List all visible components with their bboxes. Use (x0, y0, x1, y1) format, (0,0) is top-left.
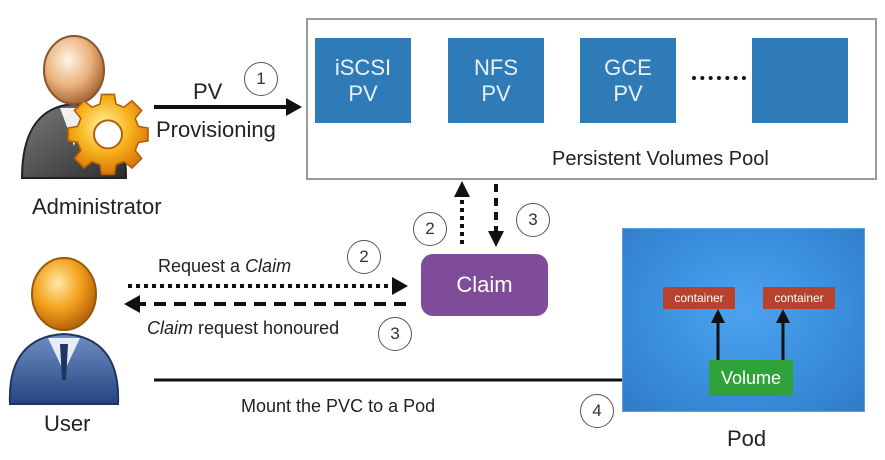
persistent-volumes-pool (306, 18, 877, 180)
administrator-icon (20, 35, 149, 179)
provisioning-arrowhead (286, 98, 302, 116)
user-label: User (44, 411, 91, 436)
request-step-2-badge: 2 (347, 240, 381, 274)
pv-label: PV (193, 79, 223, 104)
volume-box: Volume (709, 360, 793, 396)
pod-label: Pod (727, 426, 767, 451)
user-icon (8, 257, 120, 405)
pv-nfs-type: NFS (474, 54, 518, 80)
honoured-arrowhead (124, 295, 140, 313)
pv-iscsi-pv: PV (348, 80, 378, 106)
pv-iscsi: iSCSI PV (315, 38, 411, 123)
request-claim-label: Request a Claim (158, 256, 291, 277)
pv-iscsi-type: iSCSI (334, 54, 392, 80)
request-claim-prefix: Request a (158, 256, 246, 276)
mount-step-4-badge: 4 (580, 394, 614, 428)
claim-box: Claim (421, 254, 548, 316)
mount-label: Mount the PVC to a Pod (241, 396, 436, 416)
volume-to-container-2-arrowhead (776, 309, 790, 323)
pv-ellipsis (692, 76, 746, 80)
request-claim-word: Claim (245, 256, 292, 276)
container-1: container (663, 287, 735, 309)
provisioning-label: Provisioning (156, 117, 276, 142)
request-claim-arrowhead (392, 277, 408, 295)
claim-to-pool-arrowhead (454, 181, 470, 197)
administrator-label: Administrator (32, 194, 162, 219)
pool-title: Persistent Volumes Pool (552, 148, 769, 170)
pv-empty (752, 38, 848, 123)
claim-step-3-badge: 3 (516, 203, 550, 237)
claim-step-2-badge: 2 (413, 212, 447, 246)
pv-gce: GCE PV (580, 38, 676, 123)
container-2: container (763, 287, 835, 309)
step-1-badge: 1 (244, 62, 278, 96)
pv-gce-type: GCE (604, 54, 652, 80)
pool-to-claim-arrowhead (488, 231, 504, 247)
honoured-label: Claim request honoured (147, 318, 339, 339)
pv-nfs-pv: PV (481, 80, 511, 106)
honoured-suffix: request honoured (193, 318, 340, 338)
honoured-step-3-badge: 3 (378, 317, 412, 351)
pv-nfs: NFS PV (448, 38, 544, 123)
honoured-claim-word: Claim (147, 318, 194, 338)
pv-gce-pv: PV (613, 80, 643, 106)
volume-to-container-1-arrowhead (711, 309, 725, 323)
